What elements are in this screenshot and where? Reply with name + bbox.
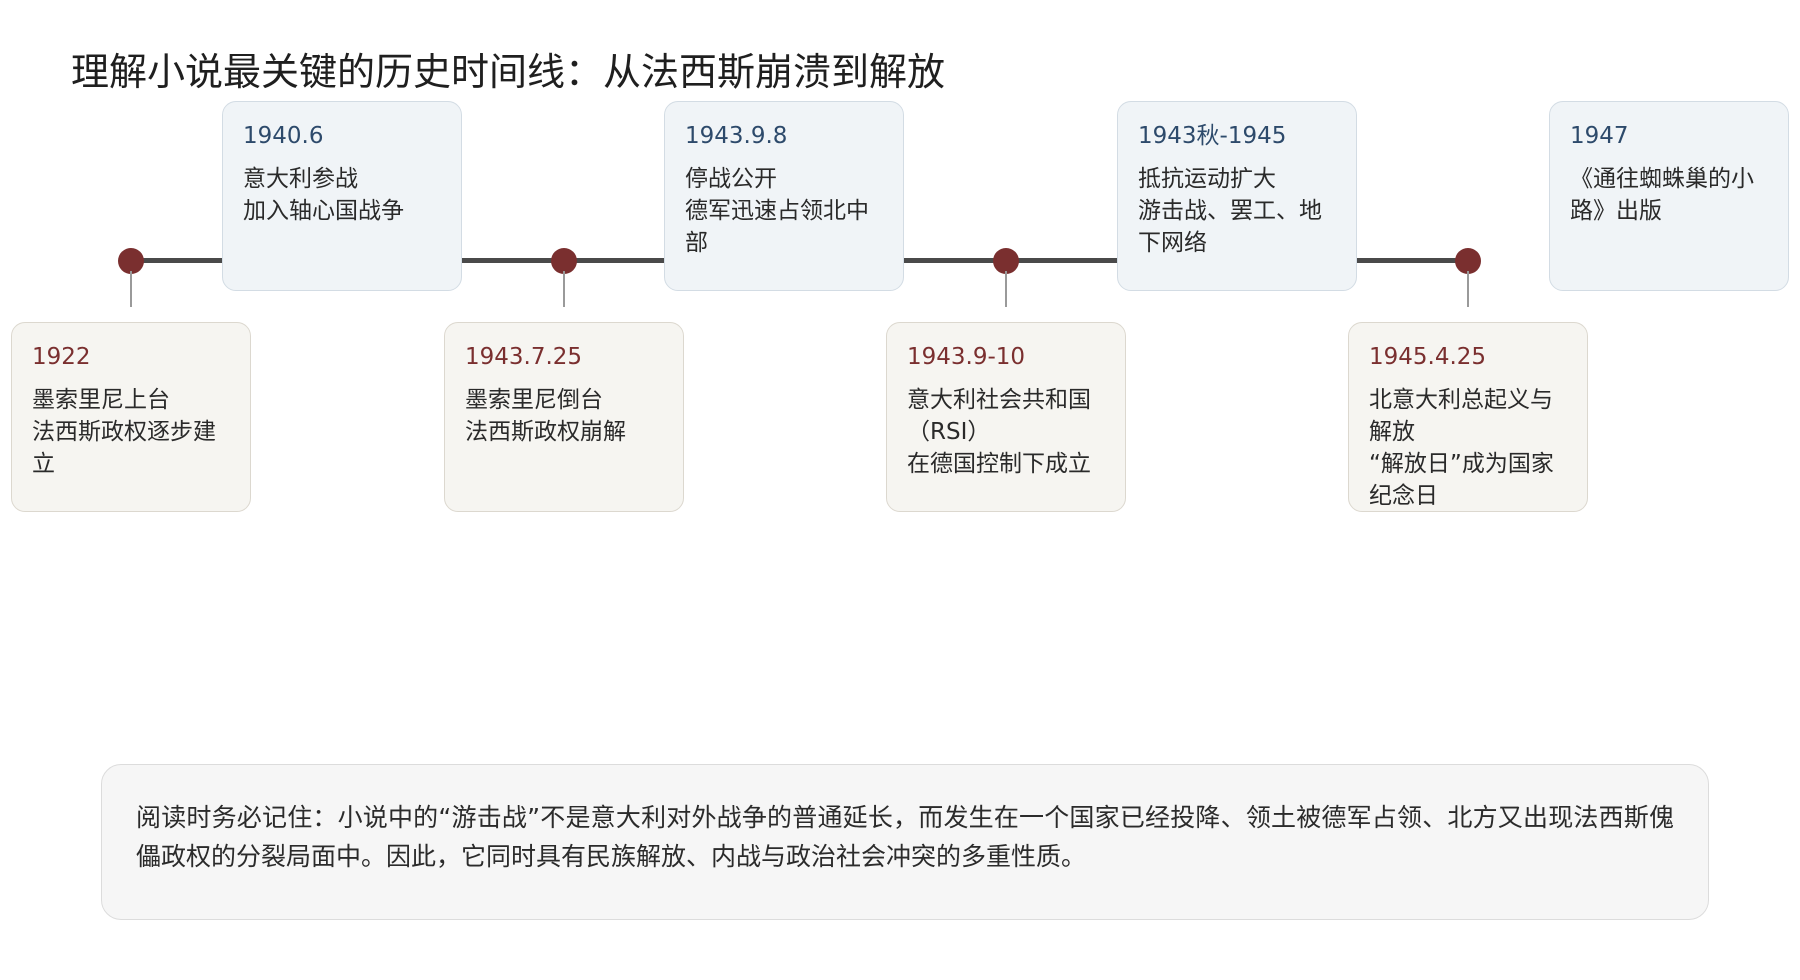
event-description-line: 下网络 (1138, 230, 1207, 256)
event-date: 1940.6 (243, 123, 324, 149)
event-card-1943-autumn-1945: 1943秋-1945 抵抗运动扩大 游击战、罢工、地 下网络 (1117, 101, 1357, 291)
event-description-line: 德军迅速占领北中 (685, 198, 869, 224)
event-description-line: 纪念日 (1369, 483, 1438, 509)
event-date: 1943秋-1945 (1138, 123, 1287, 149)
timeline-stem-1943-7-25 (563, 271, 565, 307)
event-card-1943-7-25: 1943.7.25 墨索里尼倒台 法西斯政权崩解 (444, 322, 684, 512)
event-date: 1943.7.25 (465, 344, 583, 370)
event-description-line: 游击战、罢工、地 (1138, 198, 1322, 224)
event-date: 1943.9-10 (907, 344, 1026, 370)
event-description-line: 停战公开 (685, 166, 777, 192)
timeline-marker-1922 (118, 248, 144, 274)
event-card-1947: 1947 《通往蜘蛛巢的小 路》出版 (1549, 101, 1789, 291)
timeline-stem-1922 (130, 271, 132, 307)
event-description-line: “解放日”成为国家 (1369, 451, 1554, 477)
page-title: 理解小说最关键的历史时间线：从法西斯崩溃到解放 (71, 50, 946, 94)
event-description-line: 《通往蜘蛛巢的小 (1570, 166, 1754, 192)
event-description-line: 墨索里尼上台 (32, 387, 170, 413)
event-date: 1922 (32, 344, 91, 370)
timeline-marker-1943-7-25 (551, 248, 577, 274)
event-description-line: 抵抗运动扩大 (1138, 166, 1276, 192)
event-description-line: 墨索里尼倒台 (465, 387, 603, 413)
event-description-line: 加入轴心国战争 (243, 198, 404, 224)
event-date: 1947 (1570, 123, 1629, 149)
event-description-line: 北意大利总起义与 (1369, 387, 1553, 413)
timeline-marker-1943-9-10 (993, 248, 1019, 274)
event-date: 1943.9.8 (685, 123, 788, 149)
event-card-1940-6: 1940.6 意大利参战 加入轴心国战争 (222, 101, 462, 291)
event-card-1922: 1922 墨索里尼上台 法西斯政权逐步建 立 (11, 322, 251, 512)
timeline-stem-1943-9-10 (1005, 271, 1007, 307)
timeline-stem-1945-4-25 (1467, 271, 1469, 307)
event-description-line: （RSI） (907, 419, 991, 445)
event-description-line: 法西斯政权崩解 (465, 419, 626, 445)
event-description-line: 立 (32, 451, 55, 477)
event-description-line: 路》出版 (1570, 198, 1662, 224)
event-card-1943-9-8: 1943.9.8 停战公开 德军迅速占领北中 部 (664, 101, 904, 291)
event-card-1945-4-25: 1945.4.25 北意大利总起义与 解放 “解放日”成为国家 纪念日 (1348, 322, 1588, 512)
event-description-line: 意大利社会共和国 (907, 387, 1091, 413)
event-date: 1945.4.25 (1369, 344, 1487, 370)
event-description-line: 在德国控制下成立 (907, 451, 1091, 477)
timeline-marker-1945-4-25 (1455, 248, 1481, 274)
event-description-line: 部 (685, 230, 708, 256)
event-card-1943-9-10: 1943.9-10 意大利社会共和国 （RSI） 在德国控制下成立 (886, 322, 1126, 512)
event-description-line: 法西斯政权逐步建 (32, 419, 216, 445)
reading-note: 阅读时务必记住：小说中的“游击战”不是意大利对外战争的普通延长，而发生在一个国家… (101, 764, 1709, 920)
event-description-line: 解放 (1369, 419, 1415, 445)
event-description-line: 意大利参战 (243, 166, 358, 192)
